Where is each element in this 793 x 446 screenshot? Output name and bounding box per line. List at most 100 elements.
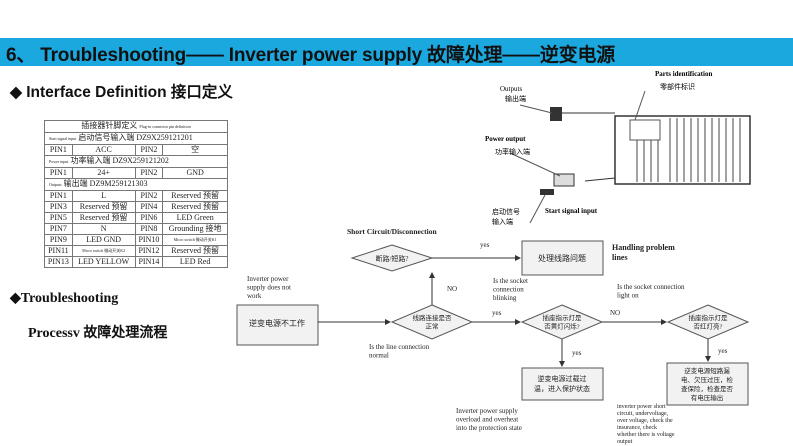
table-cell: PIN9	[44, 234, 73, 246]
troubleshooting-heading: ◆Troubleshooting	[10, 291, 119, 306]
flow-text: into the protection state	[456, 424, 522, 432]
flow-text: 逆变电源不工作	[249, 318, 305, 328]
flow-text: 电、欠压过压，检	[681, 375, 734, 384]
flow-text: Is the line connection	[369, 343, 430, 351]
flow-text: output	[617, 439, 633, 445]
table-cell: PIN5	[44, 212, 73, 224]
box-not-working	[236, 304, 319, 346]
outputs-label: Outputs	[500, 85, 522, 93]
process-heading: Processv 故障处理流程	[28, 326, 168, 341]
table-cell: LED YELLOW	[71, 256, 136, 268]
box-overload	[521, 367, 604, 401]
flow-text: circuit, undervoltage,	[617, 411, 669, 417]
flow-text: 否红灯亮?	[694, 322, 723, 331]
table-cell: PIN1	[44, 144, 73, 156]
power-connector	[553, 173, 575, 187]
flow-text: blinking	[493, 294, 517, 302]
flow-text: Inverter power supply	[456, 407, 518, 415]
flow-text: 温，进入保护状态	[534, 384, 590, 393]
table-cell: PIN2	[134, 190, 164, 202]
table-cell: PIN7	[44, 223, 73, 235]
flow-text: 插座指示灯是	[689, 313, 729, 322]
table-cell: L	[71, 190, 136, 202]
flow-text: work	[247, 292, 262, 300]
table-cell: Reserved 预留	[162, 245, 228, 257]
table-cell: PIN8	[134, 223, 164, 235]
page-title: 6、 Troubleshooting—— Inverter power supp…	[6, 45, 616, 66]
table-cell: Grounding 接地	[162, 223, 228, 235]
start-cn2: 输入端	[492, 217, 513, 225]
table-cell: PIN1	[44, 190, 73, 202]
flow-text: yes	[572, 349, 582, 357]
table-title: 插接器针脚定义 Plug-in connector pin definition	[44, 120, 228, 133]
flow-text: 逆变电源短路漏	[684, 366, 730, 375]
flow-text: Is the socket connection	[617, 283, 685, 291]
flow-text: 有电压输出	[691, 393, 724, 402]
flow-text: NO	[447, 285, 457, 293]
parts-id-cn: 零部件标识	[660, 82, 695, 91]
flow-text: 处理线路问题	[538, 253, 586, 263]
output-connector	[550, 107, 562, 121]
table-cell: LED Green	[162, 212, 228, 224]
table-cell: Reserved 预留	[162, 201, 228, 213]
section-header: Power input 功率输入端 DZ9X259121202	[44, 155, 228, 168]
table-cell: PIN10	[134, 234, 164, 246]
table-cell: PIN1	[44, 167, 73, 179]
flow-text: inverter power short	[617, 404, 666, 410]
diamond-line	[390, 304, 474, 340]
flow-text: 否黄灯闪烁?	[544, 322, 580, 331]
flow-text: whether there is voltage	[617, 432, 675, 438]
flow-text: 断路/短路?	[375, 254, 408, 263]
table-cell: GND	[162, 167, 228, 179]
table-cell: LED Red	[162, 256, 228, 268]
flow-text: normal	[369, 352, 389, 360]
table-cell: PIN6	[134, 212, 164, 224]
pin-definition-table: 插接器针脚定义 Plug-in connector pin definition…	[44, 120, 228, 268]
flow-text: 正常	[426, 322, 439, 331]
table-cell: PIN2	[134, 144, 164, 156]
section-header: Outputs 输出端 DZ9M259121303	[44, 178, 228, 191]
table-cell: Micro switch 微动开关K2	[71, 245, 136, 257]
table-cell: Reserved 预留	[71, 212, 136, 224]
parts-id-label: Parts identification	[655, 70, 712, 78]
flow-text: lines	[612, 253, 628, 262]
table-cell: N	[71, 223, 136, 235]
start-label: Start signal input	[545, 207, 598, 215]
table-cell: Reserved 预留	[71, 201, 136, 213]
inverter-body	[614, 115, 751, 185]
outputs-cn: 输出端	[505, 94, 526, 103]
table-cell: Reserved 预留	[162, 190, 228, 202]
box-handle-lines	[521, 240, 604, 276]
table-cell: PIN11	[44, 245, 73, 257]
table-cell: PIN14	[134, 256, 164, 268]
section-header: Start signal input 启动信号输入端 DZ9X259121201	[44, 132, 228, 145]
flow-text: overload and overheat	[456, 416, 518, 424]
table-cell: PIN3	[44, 201, 73, 213]
flow-title: Short Circuit/Disconnection	[347, 227, 437, 236]
power-cn: 功率输入端	[495, 147, 530, 156]
box-short-circuit	[666, 362, 749, 406]
flow-text: 线路连接是否	[413, 313, 453, 322]
flow-text: supply does not	[247, 284, 291, 292]
table-cell: PIN13	[44, 256, 73, 268]
flow-text: yes	[480, 241, 490, 249]
flow-text: connection	[493, 286, 524, 294]
table-cell: 空	[162, 144, 228, 156]
flow-text: NO	[610, 309, 620, 317]
table-cell: 24+	[71, 167, 136, 179]
inverter-parts-diagram: Parts identification 零部件标识 Outputs 输出端 P…	[485, 70, 751, 225]
signal-connector	[540, 189, 554, 195]
flow-text: 逆变电源过载过	[538, 374, 587, 383]
table-cell: LED GND	[71, 234, 136, 246]
flow-text: insurance, check	[617, 425, 657, 431]
flow-text: yes	[718, 347, 728, 355]
power-label: Power output	[485, 135, 526, 143]
flow-text: 查保险，检查是否	[681, 384, 734, 393]
